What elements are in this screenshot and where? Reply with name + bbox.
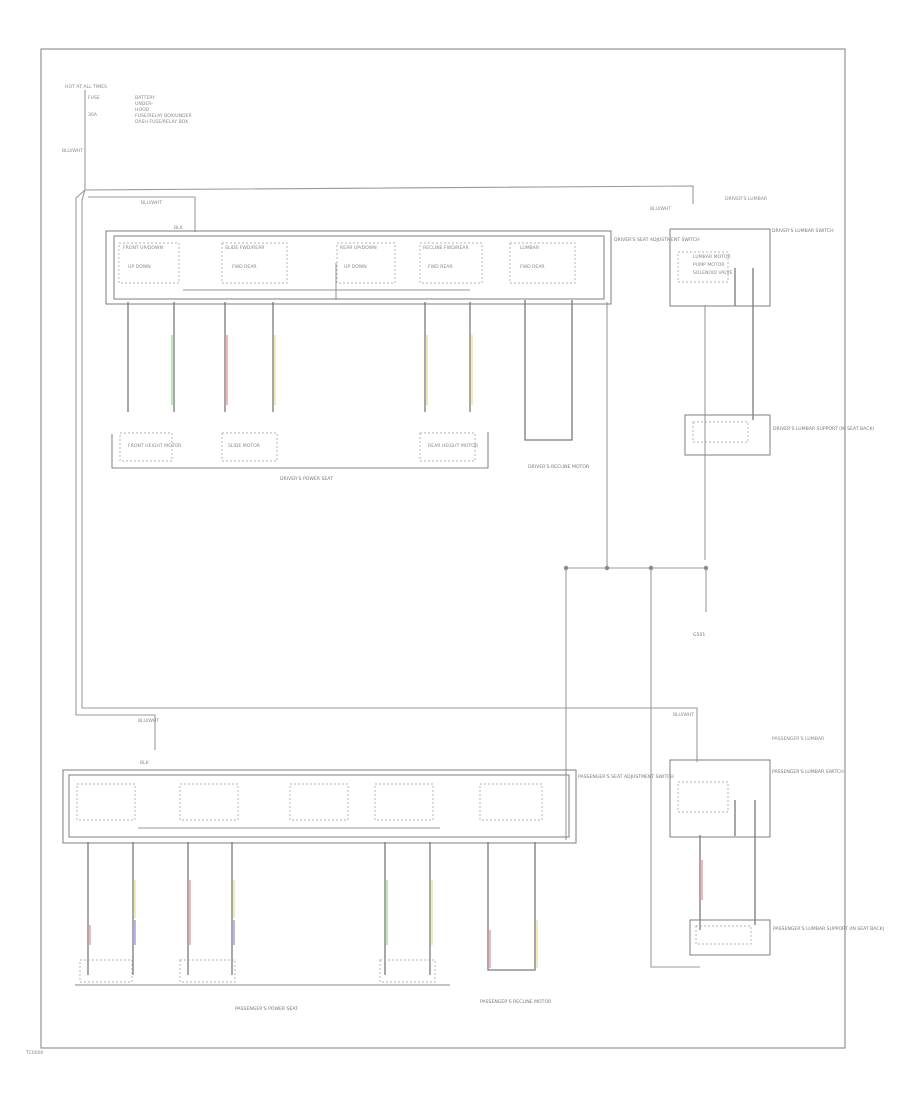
- svg-text:DRIVER'S LUMBAR SUPPORT (IN SE: DRIVER'S LUMBAR SUPPORT (IN SEAT BACK): [773, 426, 874, 432]
- svg-text:BLK: BLK: [140, 760, 150, 766]
- svg-text:BLK: BLK: [174, 225, 184, 231]
- title-fuse: FUSE: [88, 95, 100, 101]
- svg-text:UP DOWN: UP DOWN: [344, 264, 367, 270]
- svg-text:G501: G501: [693, 632, 705, 638]
- svg-text:FRONT HEIGHT MOTOR: FRONT HEIGHT MOTOR: [128, 443, 182, 449]
- svg-text:LUMBAR MOTOR: LUMBAR MOTOR: [693, 254, 732, 260]
- svg-text:UNDER-: UNDER-: [135, 101, 153, 107]
- ground-bus: G501: [563, 302, 709, 968]
- svg-text:PASSENGER'S LUMBAR SUPPORT (IN: PASSENGER'S LUMBAR SUPPORT (IN SEAT BACK…: [773, 926, 885, 932]
- title-right-lines: BATTERY UNDER- HOOD FUSE/RELAY BOX/UNDER…: [135, 95, 193, 125]
- main-wire-color-label: BLU/WHT: [62, 148, 83, 154]
- svg-text:FWD REAR: FWD REAR: [232, 264, 257, 270]
- driver-motor-wires: [127, 300, 573, 441]
- svg-text:BLU/WHT: BLU/WHT: [650, 206, 671, 212]
- svg-text:PUMP MOTOR: PUMP MOTOR: [693, 262, 725, 268]
- svg-text:BLU/WHT: BLU/WHT: [141, 200, 162, 206]
- svg-text:HOOD: HOOD: [135, 107, 150, 113]
- driver-lumbar-sublabels: LUMBAR MOTOR PUMP MOTOR SOLENOID VALVE: [693, 254, 733, 276]
- passenger-lumbar-switch: PASSENGER'S LUMBAR PASSENGER'S LUMBAR SW…: [669, 728, 844, 930]
- svg-text:LUMBAR: LUMBAR: [520, 245, 540, 251]
- svg-text:BATTERY: BATTERY: [135, 95, 155, 101]
- footer-code: TC0000: [25, 1050, 44, 1056]
- svg-text:FWD REAR: FWD REAR: [428, 264, 453, 270]
- main-feed-wires: BLU/WHT BLK BLU/WHT BLK BLU/WHT BLU/WHT: [75, 90, 698, 766]
- driver-lumbar-support: DRIVER'S LUMBAR SUPPORT (IN SEAT BACK): [684, 414, 874, 456]
- svg-text:DRIVER'S LUMBAR: DRIVER'S LUMBAR: [725, 196, 768, 202]
- diagram-frame: [40, 48, 846, 1049]
- svg-text:DRIVER'S SEAT ADJUSTMENT SWITC: DRIVER'S SEAT ADJUSTMENT SWITCH: [614, 237, 700, 243]
- svg-text:SLIDE MOTOR: SLIDE MOTOR: [228, 443, 261, 449]
- svg-text:PASSENGER'S RECLINE MOTOR: PASSENGER'S RECLINE MOTOR: [480, 999, 552, 1005]
- driver-seat-switch: FRONT UP/DOWN SLIDE FWD/REAR REAR UP/DOW…: [105, 230, 700, 305]
- title-hot-at-all-times: HOT AT ALL TIMES: [65, 84, 107, 90]
- svg-text:PASSENGER'S LUMBAR SWITCH: PASSENGER'S LUMBAR SWITCH: [772, 769, 844, 775]
- svg-text:DRIVER'S LUMBAR SWITCH: DRIVER'S LUMBAR SWITCH: [772, 228, 834, 234]
- svg-text:PASSENGER'S LUMBAR: PASSENGER'S LUMBAR: [772, 736, 825, 742]
- driver-power-seat-motors: FRONT HEIGHT MOTOR SLIDE MOTOR REAR HEIG…: [111, 432, 590, 482]
- passenger-lumbar-support: PASSENGER'S LUMBAR SUPPORT (IN SEAT BACK…: [689, 919, 885, 956]
- svg-text:UP DOWN: UP DOWN: [128, 264, 151, 270]
- passenger-motor-wires: [87, 842, 538, 975]
- svg-text:SLIDE FWD/REAR: SLIDE FWD/REAR: [225, 245, 265, 251]
- svg-text:FUSE/RELAY BOX/UNDER: FUSE/RELAY BOX/UNDER: [135, 113, 193, 119]
- svg-text:FRONT UP/DOWN: FRONT UP/DOWN: [123, 245, 163, 251]
- svg-text:REAR HEIGHT MOTOR: REAR HEIGHT MOTOR: [428, 443, 479, 449]
- svg-text:SOLENOID VALVE: SOLENOID VALVE: [693, 270, 733, 276]
- svg-text:REAR UP/DOWN: REAR UP/DOWN: [340, 245, 377, 251]
- title-amp: 30A: [88, 112, 98, 118]
- svg-text:DASH FUSE/RELAY BOX: DASH FUSE/RELAY BOX: [135, 119, 188, 125]
- svg-text:BLU/WHT: BLU/WHT: [138, 718, 159, 724]
- svg-text:DRIVER'S RECLINE MOTOR: DRIVER'S RECLINE MOTOR: [528, 464, 590, 470]
- svg-text:FWD REAR: FWD REAR: [520, 264, 545, 270]
- svg-text:PASSENGER'S POWER SEAT: PASSENGER'S POWER SEAT: [235, 1006, 298, 1012]
- svg-text:RECLINE FWD/REAR: RECLINE FWD/REAR: [423, 245, 470, 251]
- svg-text:PASSENGER'S SEAT ADJUSTMENT SW: PASSENGER'S SEAT ADJUSTMENT SWITCH: [578, 774, 674, 780]
- svg-text:BLU/WHT: BLU/WHT: [673, 712, 694, 718]
- passenger-seat-switch: PASSENGER'S SEAT ADJUSTMENT SWITCH: [62, 769, 674, 844]
- driver-lumbar-switch: DRIVER'S LUMBAR DRIVER'S LUMBAR SWITCH: [669, 196, 834, 560]
- passenger-power-seat-motors: PASSENGER'S POWER SEAT PASSENGER'S RECLI…: [75, 959, 552, 1012]
- svg-text:DRIVER'S POWER SEAT: DRIVER'S POWER SEAT: [280, 476, 333, 482]
